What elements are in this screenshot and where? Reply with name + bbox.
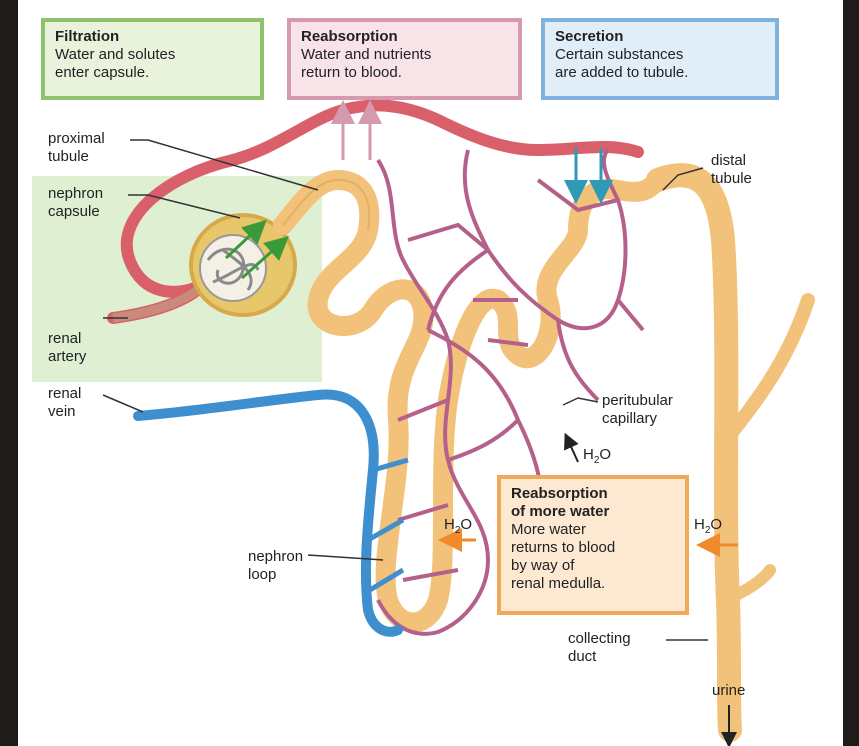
h2o-label-2: H2O xyxy=(444,516,472,536)
reabsorption-title: Reabsorption xyxy=(301,28,508,46)
h2o-label-3: H2O xyxy=(694,516,722,536)
label-distal-tubule: distal tubule xyxy=(711,152,752,188)
collecting-duct-shape xyxy=(658,175,730,730)
label-urine: urine xyxy=(712,682,745,700)
tubule-system xyxy=(283,175,808,730)
reabsorption-box: Reabsorption Water and nutrients return … xyxy=(287,18,522,100)
filtration-text: Water and solutes enter capsule. xyxy=(55,46,250,82)
renal-vein-vessel xyxy=(138,394,398,631)
nephron-illustration xyxy=(18,0,843,746)
secretion-title: Secretion xyxy=(555,28,765,46)
more-water-box: Reabsorption of more water More water re… xyxy=(497,475,689,615)
label-renal-vein: renal vein xyxy=(48,385,81,421)
filtration-title: Filtration xyxy=(55,28,250,46)
label-nephron-loop: nephron loop xyxy=(248,548,303,584)
more-water-text: More water returns to blood by way of re… xyxy=(511,521,675,593)
reabsorption-text: Water and nutrients return to blood. xyxy=(301,46,508,82)
filtration-box: Filtration Water and solutes enter capsu… xyxy=(41,18,264,100)
more-water-title: Reabsorption of more water xyxy=(511,485,675,521)
label-collecting-duct: collecting duct xyxy=(568,630,631,666)
secretion-box: Secretion Certain substances are added t… xyxy=(541,18,779,100)
label-peritubular-capillary: peritubular capillary xyxy=(602,392,673,428)
label-renal-artery: renal artery xyxy=(48,330,86,366)
label-nephron-capsule: nephron capsule xyxy=(48,185,103,221)
label-proximal-tubule: proximal tubule xyxy=(48,130,105,166)
secretion-text: Certain substances are added to tubule. xyxy=(555,46,765,82)
diagram-panel: Filtration Water and solutes enter capsu… xyxy=(18,0,843,746)
h2o-label-1: H2O xyxy=(583,446,611,466)
